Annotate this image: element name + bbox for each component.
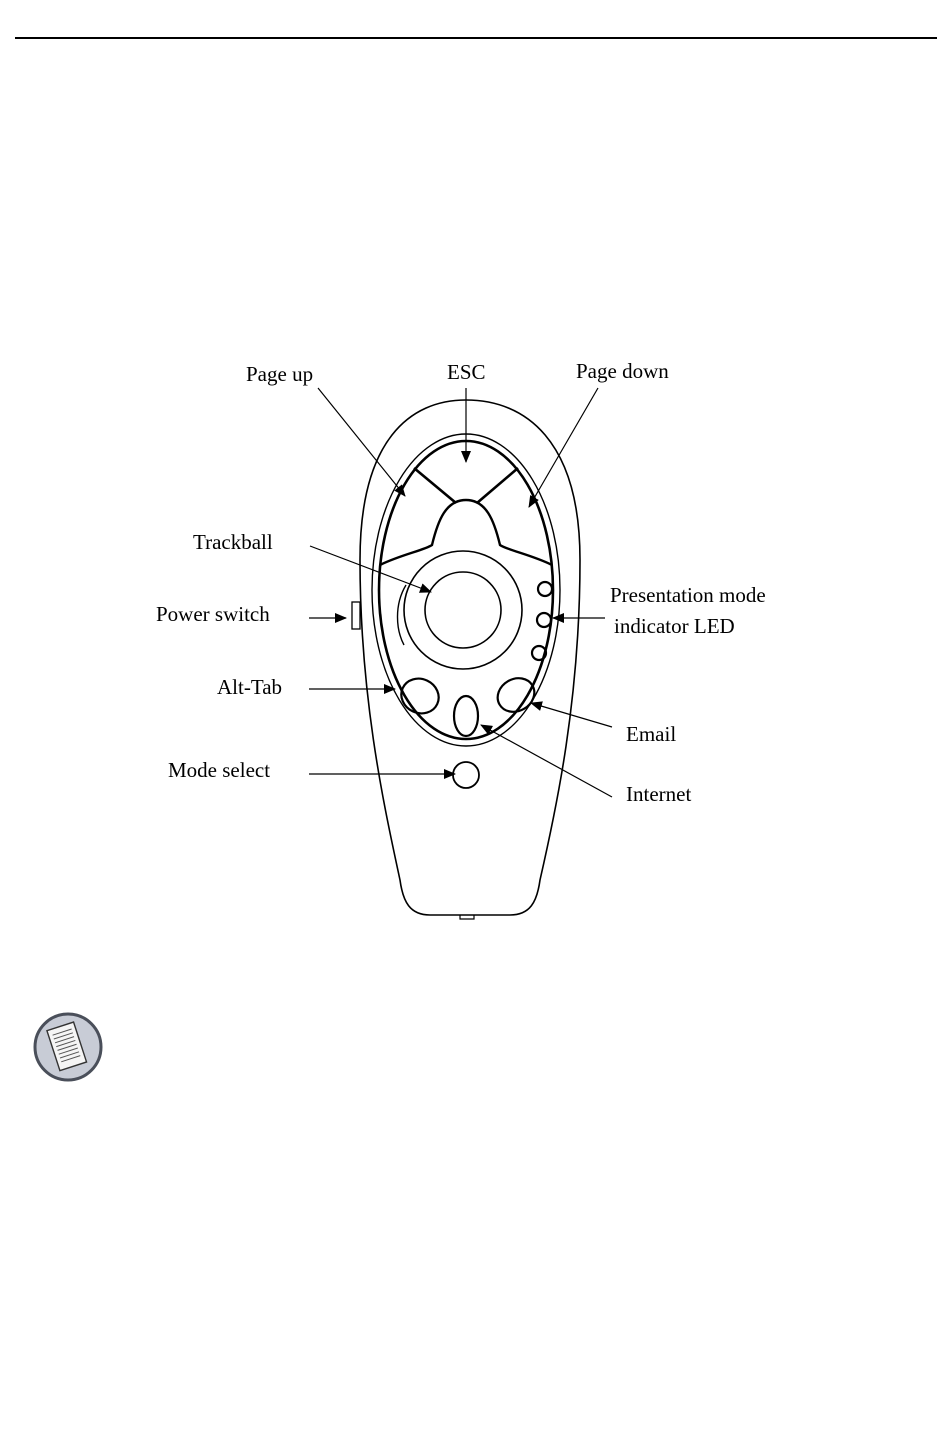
trackball-label: Trackball [193, 530, 273, 554]
page-up-divider [414, 468, 456, 503]
trackball[interactable] [425, 572, 501, 648]
mode-select-label: Mode select [168, 758, 270, 782]
trackball-housing [404, 551, 522, 669]
email-label: Email [626, 722, 676, 746]
email-button[interactable] [492, 672, 541, 719]
internet-leader [481, 725, 612, 797]
led-1 [538, 582, 552, 596]
led-2 [537, 613, 551, 627]
page-up-label: Page up [246, 362, 313, 386]
alt-tab-label: Alt-Tab [217, 675, 282, 699]
internet-button[interactable] [454, 696, 478, 736]
device-body [360, 400, 580, 915]
page-up-leader [318, 388, 405, 496]
notepad-icon [33, 1011, 103, 1083]
page-down-label: Page down [576, 359, 669, 383]
led-label-line2: indicator LED [614, 614, 735, 638]
power-switch[interactable] [352, 602, 360, 629]
page-down-leader [529, 388, 598, 507]
page-down-divider [477, 468, 518, 503]
led-label-line1: Presentation mode [610, 583, 766, 607]
internet-label: Internet [626, 782, 691, 806]
button-panel-inner [379, 441, 553, 739]
esc-button-outline [380, 500, 552, 565]
mode-select-button[interactable] [453, 762, 479, 788]
esc-label: ESC [447, 360, 486, 384]
alt-tab-button[interactable] [396, 673, 445, 720]
power-switch-label: Power switch [156, 602, 270, 626]
